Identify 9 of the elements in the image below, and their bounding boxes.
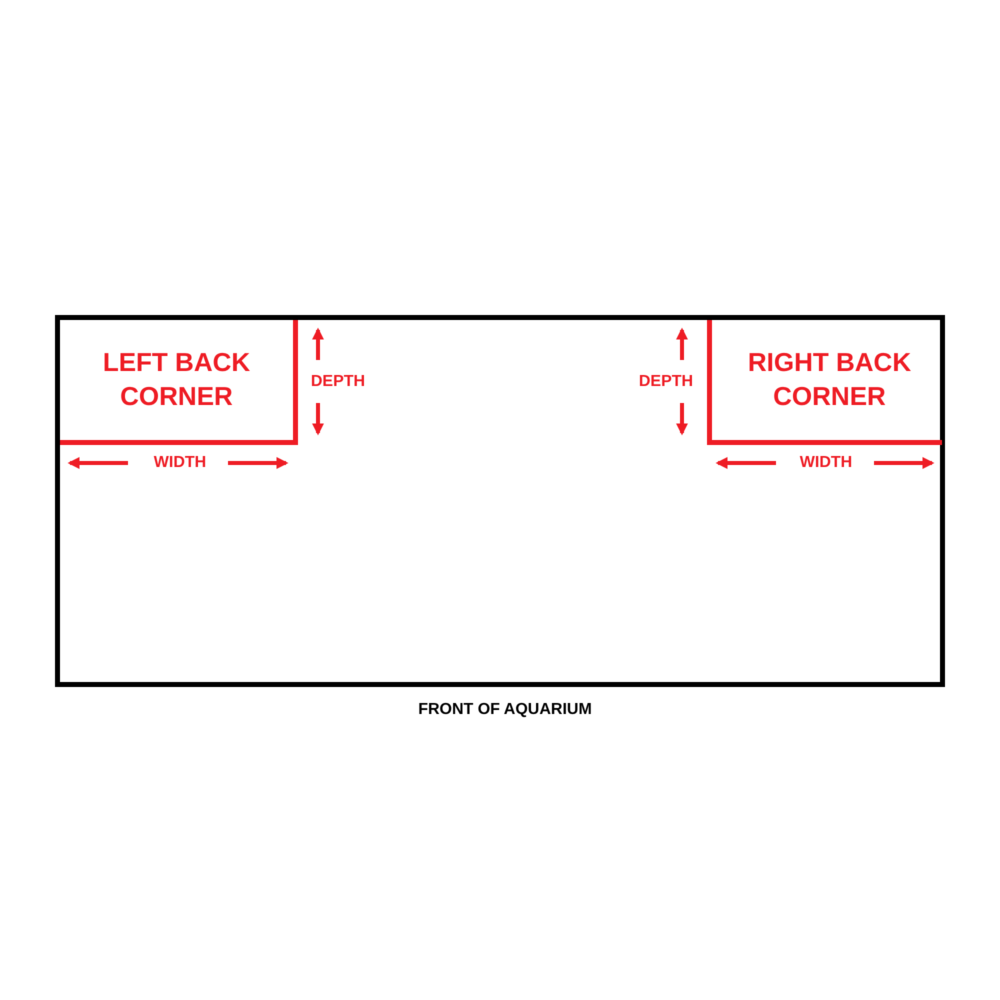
dimension-label: WIDTH (798, 453, 854, 473)
corner-label: RIGHT BACK CORNER (746, 346, 912, 413)
corner-label: LEFT BACK CORNER (102, 346, 252, 413)
corner-zone (60, 320, 298, 445)
aquarium-caption: FRONT OF AQUARIUM (417, 700, 593, 720)
dimension-label: WIDTH (152, 453, 208, 473)
dimension-label: DEPTH (638, 372, 694, 392)
dimension-label: DEPTH (310, 372, 366, 392)
corner-zone (707, 320, 942, 445)
